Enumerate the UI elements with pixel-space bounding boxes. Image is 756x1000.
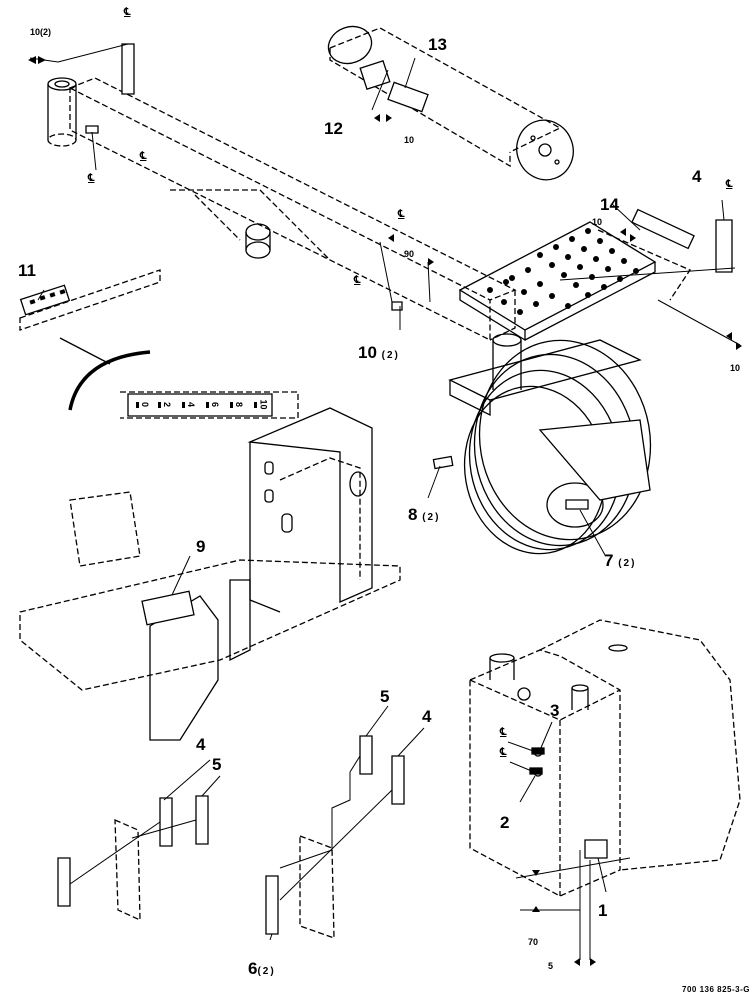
scale-label-6: 6 [210, 401, 221, 408]
decal-11-scale [120, 392, 298, 418]
decal-11-small-boxes [29, 289, 66, 305]
callout-10-number: 10 [358, 343, 377, 362]
callout-4-mid: 4 [422, 707, 432, 726]
decal-4-left [160, 798, 172, 846]
callout-10-qty: (2) [381, 350, 400, 361]
callout-12: 12 [324, 119, 343, 138]
hydraulic-tank [470, 620, 740, 896]
decal-4-mid [392, 756, 404, 804]
callout-4-top: 4 [692, 167, 702, 186]
decal-11-scale-marks [136, 402, 257, 408]
drawing-number: 700 136 825-3-G [682, 985, 750, 994]
decal-11-bar [20, 270, 160, 410]
callout-10-2-top: 10(2) [30, 27, 52, 37]
callout-6-qty: (2) [257, 966, 276, 977]
decal-13 [388, 82, 428, 111]
wheel-assembly [450, 327, 666, 565]
decal-5-mid [360, 736, 372, 774]
callout-5-mid: 5 [380, 687, 390, 706]
callout-13: 13 [428, 35, 447, 54]
scale-label-0: 0 [140, 401, 151, 408]
decal-10-flag [122, 44, 134, 94]
callout-8: 8 (2) [408, 506, 440, 523]
lower-frame [20, 408, 400, 740]
callout-7-qty: (2) [618, 558, 637, 569]
dim-10-cylinder: 10 [404, 135, 415, 145]
step-plate-holes [487, 228, 639, 315]
decal-12 [360, 61, 390, 89]
callout-10-beam: 10 (2) [358, 344, 400, 361]
decal-6 [266, 876, 278, 934]
centerline-symbol-4: ℄ [398, 209, 405, 220]
tongue-cylinder-pivot [246, 224, 270, 258]
dim-90: 90 [404, 249, 415, 259]
callout-3: 3 [550, 701, 560, 720]
callout-14: 14 [600, 195, 619, 214]
tongue-hitch-post [48, 78, 76, 146]
callout-8-qty: (2) [422, 512, 441, 523]
dim-5: 5 [548, 961, 554, 971]
centerline-symbol-7: ℄ [500, 727, 507, 738]
centerline-symbol-3: ℄ [140, 151, 147, 162]
callout-5-left: 5 [212, 755, 222, 774]
scale-label-10: 10 [258, 399, 269, 410]
decal-5-left [196, 796, 208, 844]
centerline-symbol-6: ℄ [726, 179, 733, 190]
centerline-symbol-8: ℄ [500, 747, 507, 758]
centerline-symbol-1: ℄ [124, 7, 131, 18]
leader-lines [30, 44, 740, 960]
callout-7: 7 (2) [604, 552, 636, 569]
bracket-left [115, 820, 140, 920]
callout-6: 6(2) [248, 960, 276, 977]
dim-70: 70 [528, 937, 539, 947]
centerline-symbol-5: ℄ [354, 275, 361, 286]
decal-9 [142, 591, 194, 624]
decal-10-beam [392, 302, 402, 310]
step-plate [460, 222, 690, 340]
decal-2 [530, 768, 542, 774]
decal-7 [566, 500, 588, 509]
callout-9: 9 [196, 537, 206, 556]
tongue-beam [70, 78, 515, 340]
dim-10-right: 10 [730, 363, 741, 373]
callout-7-number: 7 [604, 551, 614, 570]
callout-1: 1 [598, 901, 608, 920]
dimension-arrows [28, 56, 742, 966]
decal-4-top [716, 220, 732, 272]
hydraulic-cylinder [323, 21, 581, 188]
centerline-symbol-2: ℄ [88, 173, 95, 184]
decal-10-hitch [86, 126, 98, 133]
scale-label-4: 4 [186, 401, 197, 408]
callout-6-number: 6 [248, 959, 258, 978]
decal-14 [632, 210, 694, 249]
callout-11: 11 [18, 261, 36, 280]
bracket-middle [300, 836, 334, 938]
scale-label-8: 8 [234, 401, 245, 408]
decal-8 [433, 456, 452, 468]
dim-10-step: 10 [592, 217, 603, 227]
callout-4-left: 4 [196, 735, 206, 754]
callout-8-number: 8 [408, 505, 418, 524]
decal-1 [585, 840, 607, 858]
scale-label-2: 2 [162, 401, 173, 408]
callout-2: 2 [500, 813, 510, 832]
decal-side-left [58, 858, 70, 906]
